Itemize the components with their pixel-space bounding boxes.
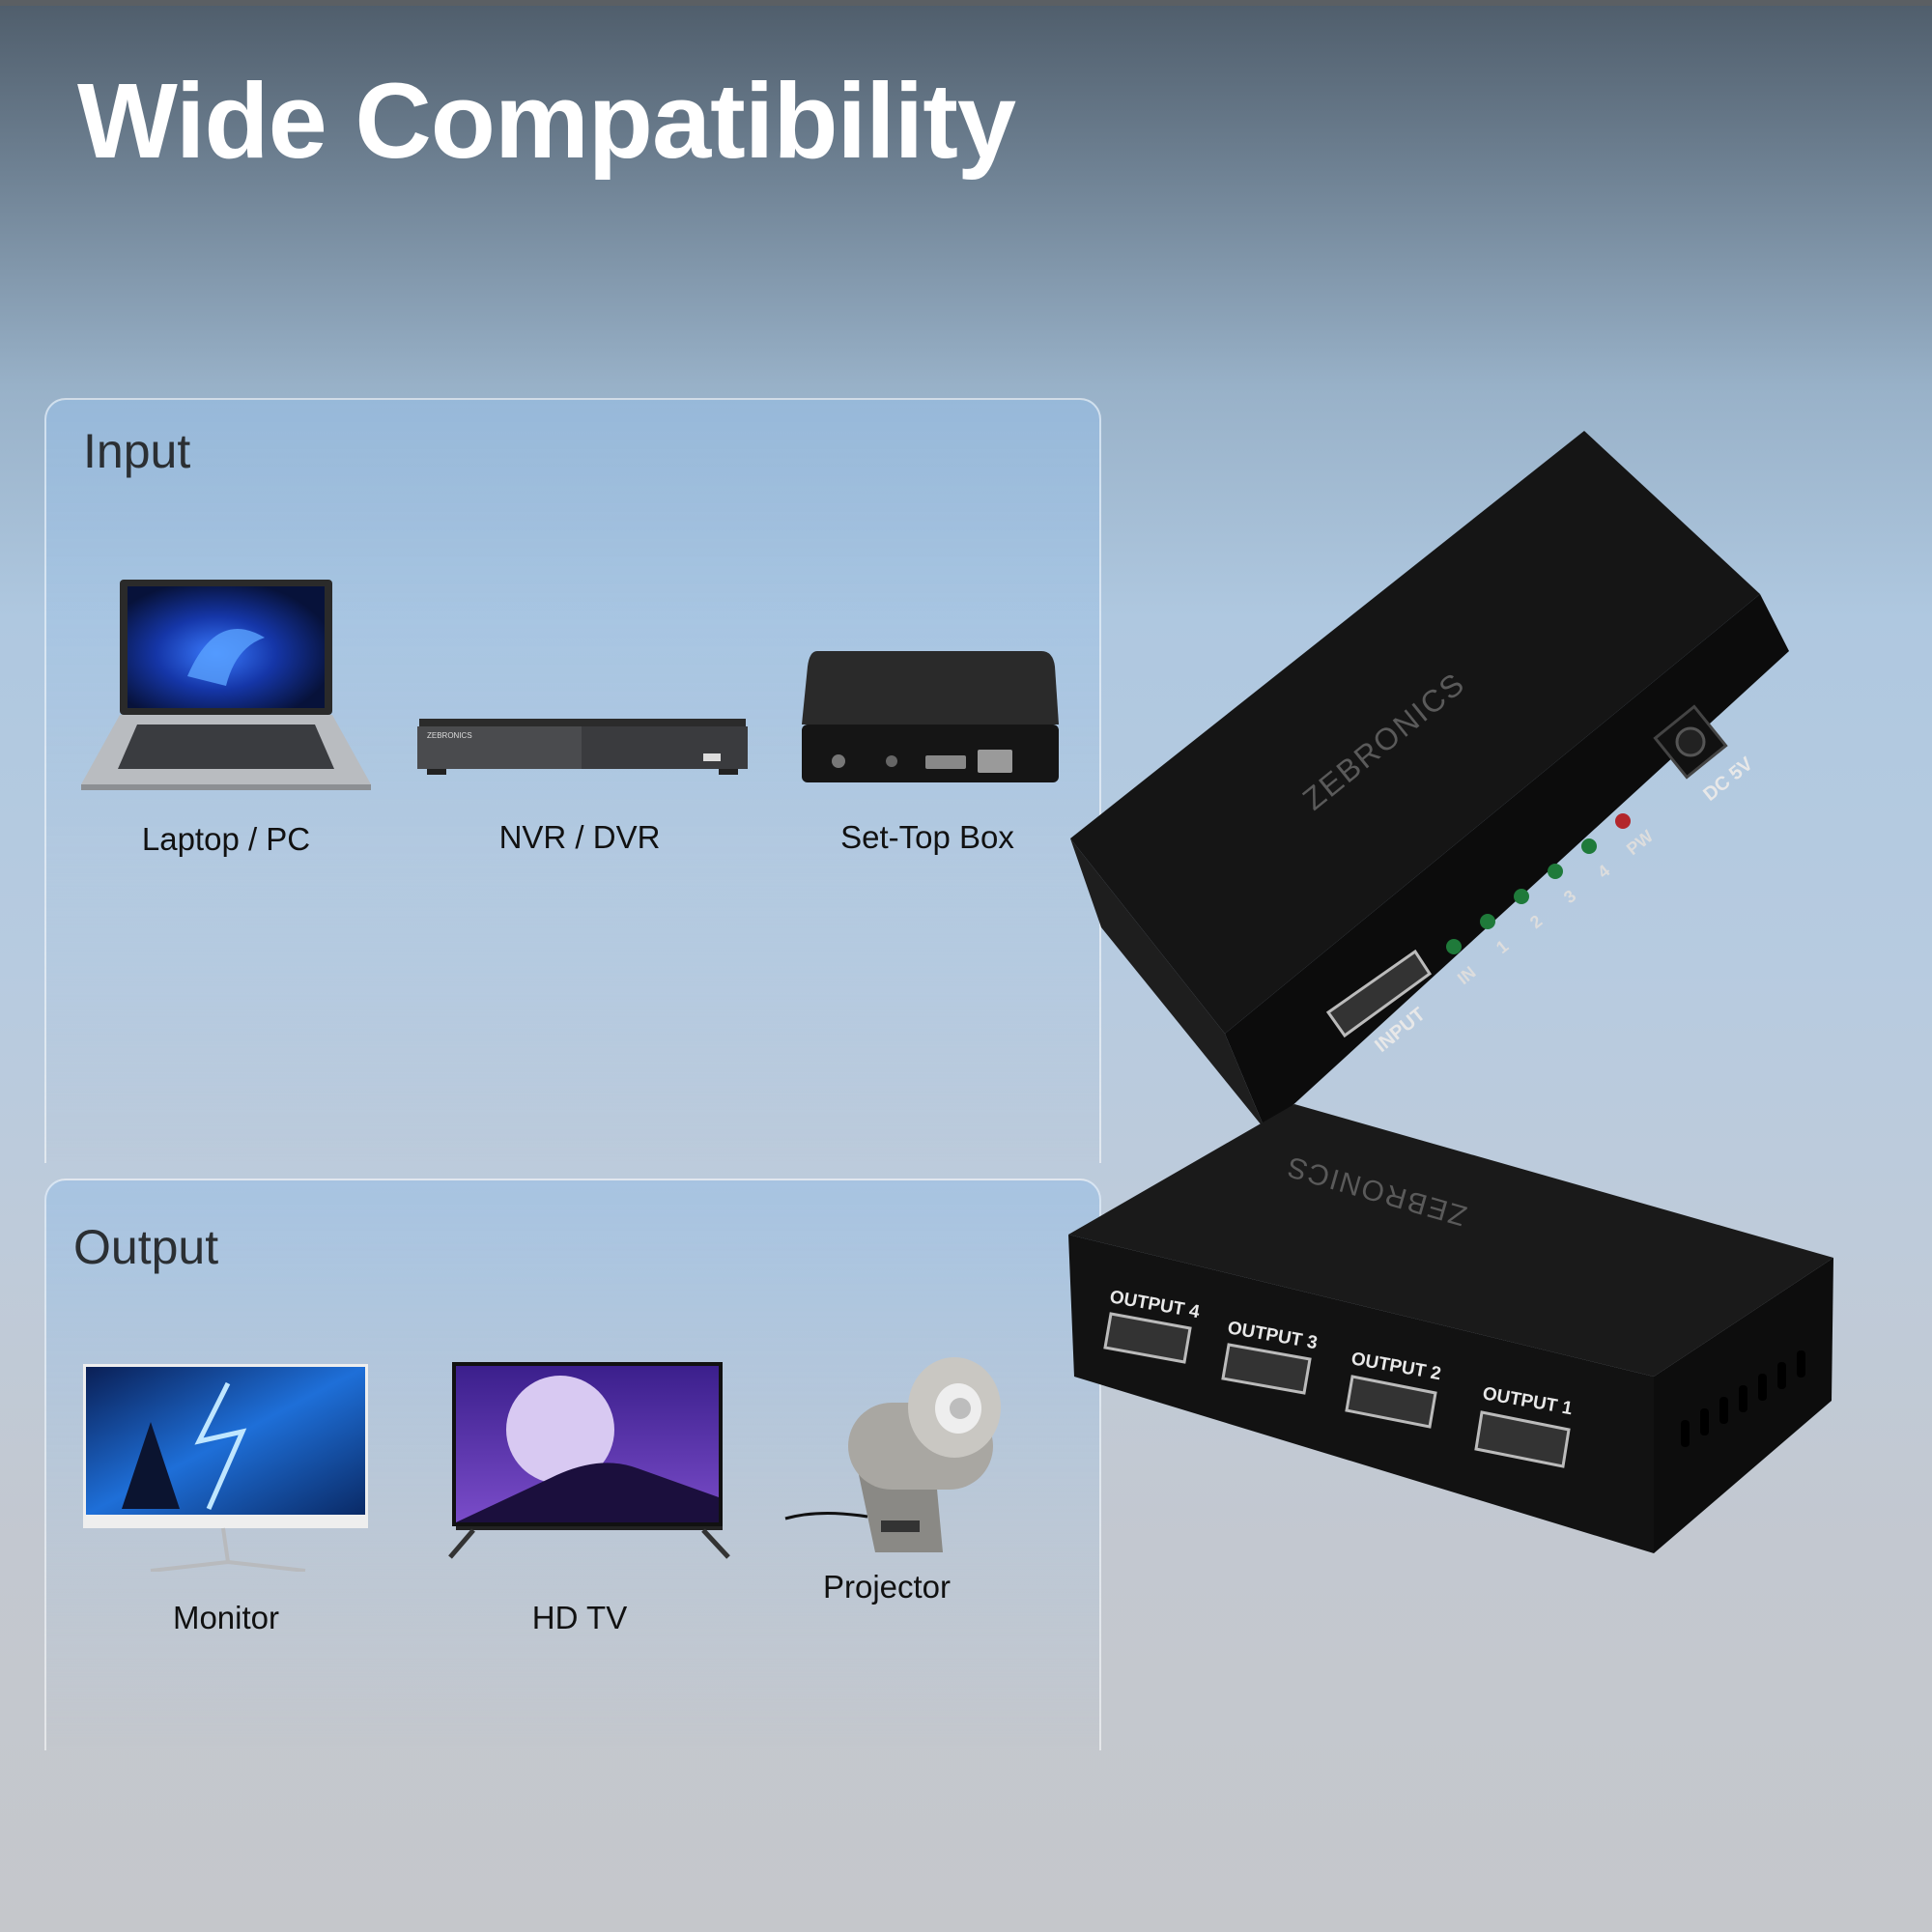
led-3-icon <box>1548 864 1563 879</box>
set-top-box-device: Set-Top Box <box>800 647 1061 855</box>
set-top-box-label: Set-Top Box <box>840 819 1014 855</box>
page-title: Wide Compatibility <box>77 62 1016 181</box>
led-label-in: IN <box>1454 962 1480 988</box>
led-2-icon <box>1514 889 1529 904</box>
led-label-3: 3 <box>1560 886 1579 907</box>
input-panel-title: Input <box>83 424 191 478</box>
led-in-icon <box>1446 939 1462 954</box>
nvr-brand-text: ZEBRONICS <box>427 731 472 740</box>
led-label-4: 4 <box>1594 861 1613 882</box>
led-label-pw: PW <box>1623 826 1657 859</box>
tv-icon <box>448 1362 730 1559</box>
laptop-label: Laptop / PC <box>141 821 311 857</box>
led-label-1: 1 <box>1492 936 1512 957</box>
led-1-icon <box>1480 914 1495 929</box>
hdmi-splitter-image: ZEBRONICS INPUT IN 1 2 3 4 PW DC 5V ZEBR… <box>1068 431 1833 1553</box>
output-2-port-icon <box>1345 1375 1437 1429</box>
top-border <box>0 0 1932 6</box>
projector-icon <box>784 1357 1001 1552</box>
led-4-icon <box>1581 838 1597 854</box>
laptop-device: Laptop / PC <box>81 580 371 857</box>
monitor-device: Monitor <box>83 1364 368 1635</box>
projector-device: Projector <box>781 1345 1022 1605</box>
vent-slots-icon <box>1681 1350 1805 1447</box>
output-panel: Output Monitor <box>44 1179 1101 1750</box>
dc-jack-icon <box>1675 726 1706 757</box>
laptop-icon <box>81 580 371 790</box>
output-3-port-icon <box>1221 1343 1312 1395</box>
led-pw-icon <box>1615 813 1631 829</box>
splitter-bottom-unit: ZEBRONICS OUTPUT 4 OUTPUT 3 OUTPUT 2 OUT… <box>1068 1104 1833 1553</box>
set-top-box-icon <box>802 651 1059 782</box>
nvr-device: ZEBRONICS NVR / DVR <box>413 709 752 855</box>
output-1-port-icon <box>1474 1410 1571 1468</box>
hdmi-splitter-product: ZEBRONICS INPUT IN 1 2 3 4 PW DC 5V ZEBR… <box>1063 425 1855 1565</box>
nvr-icon: ZEBRONICS <box>417 719 748 775</box>
monitor-icon <box>83 1364 368 1572</box>
output-panel-title: Output <box>73 1220 219 1274</box>
monitor-label: Monitor <box>172 1600 280 1635</box>
splitter-top-unit: ZEBRONICS INPUT IN 1 2 3 4 PW DC 5V <box>1070 431 1789 1130</box>
tv-label: HD TV <box>531 1600 628 1635</box>
nvr-label: NVR / DVR <box>498 819 661 855</box>
led-label-2: 2 <box>1526 911 1546 932</box>
output-4-port-icon <box>1103 1312 1192 1364</box>
tv-device: HD TV <box>444 1362 734 1635</box>
input-panel: Input Laptop / PC ZEBRONICS <box>44 398 1101 1163</box>
projector-label: Projector <box>822 1569 952 1605</box>
